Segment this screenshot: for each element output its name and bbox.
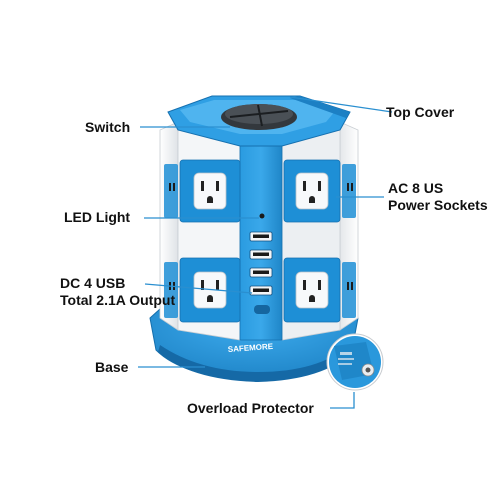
power-switch[interactable] xyxy=(221,104,297,130)
usb-port-icon[interactable] xyxy=(249,249,273,260)
overload-protector-inset xyxy=(326,333,384,391)
callout-usb: DC 4 USB Total 2.1A Output xyxy=(60,275,175,309)
led-light xyxy=(259,213,265,219)
callout-ac-sockets: AC 8 US Power Sockets xyxy=(388,180,488,214)
callout-usb-line1: DC 4 USB xyxy=(60,275,126,291)
us-outlet-icon[interactable] xyxy=(342,164,356,218)
leader-lines xyxy=(138,96,393,409)
callout-top-cover: Top Cover xyxy=(386,104,455,120)
us-outlet-icon[interactable] xyxy=(295,271,329,309)
led-indicator-icon xyxy=(259,213,265,219)
callout-led-light: LED Light xyxy=(64,209,131,225)
outlet-module xyxy=(283,159,341,223)
outlet-module xyxy=(283,257,341,323)
outlet-module xyxy=(179,159,241,223)
us-outlet-icon[interactable] xyxy=(193,172,227,210)
usb-port-icon[interactable] xyxy=(249,285,273,296)
usb-port-icon[interactable] xyxy=(249,267,273,278)
us-outlet-icon[interactable] xyxy=(164,164,178,218)
callout-usb-line2: Total 2.1A Output xyxy=(60,292,176,308)
callout-switch: Switch xyxy=(85,119,131,135)
brand-logo: SAFEMORE xyxy=(228,342,275,354)
usb-port-icon[interactable] xyxy=(249,231,273,242)
us-outlet-icon[interactable] xyxy=(342,262,356,318)
us-outlet-icon[interactable] xyxy=(295,172,329,210)
usb-button[interactable] xyxy=(254,305,270,314)
callout-ac-sockets-line1: AC 8 US xyxy=(388,180,444,196)
callout-ac-sockets-line2: Power Sockets xyxy=(388,197,488,213)
callout-overload-protector: Overload Protector xyxy=(187,400,314,416)
usb-ports xyxy=(249,231,273,296)
callout-base: Base xyxy=(95,359,129,375)
